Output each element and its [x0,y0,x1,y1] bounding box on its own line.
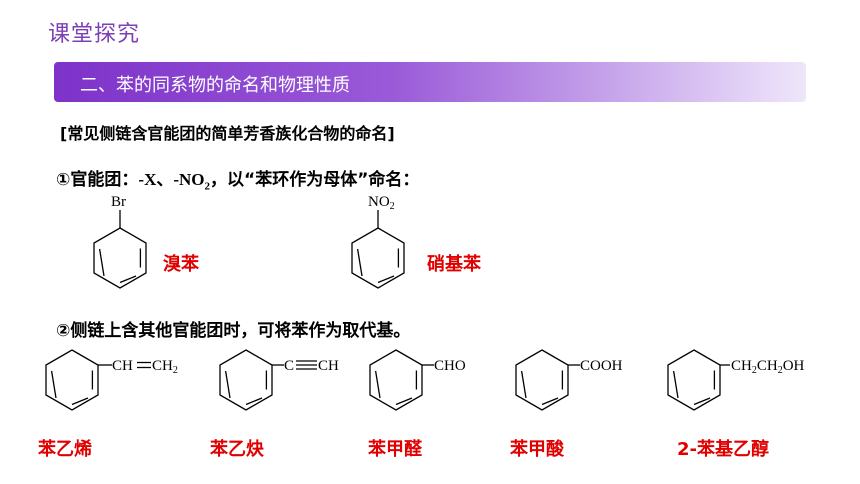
nitro-label: NO2 [368,194,395,212]
aldehyde-label: CHO [434,358,466,374]
bromo-label: Br [111,194,126,210]
compound-name-bromobenzene: 溴苯 [163,254,199,275]
ethynyl-label-b: CH [318,358,339,374]
vinyl-label-b: CH2 [152,358,178,376]
phenylacetylene-structure: C CH [219,349,339,411]
compound-name-benzoic-acid: 苯甲酸 [510,439,564,460]
compound-name-phenylacetylene: 苯乙炔 [210,439,264,460]
topic-heading: [常见侧链含官能团的简单芳香族化合物的命名] [60,124,395,143]
hydroxyethyl-label: CH2CH2OH [731,358,805,376]
section-banner: 二、苯的同系物的命名和物理性质 [54,62,806,102]
nitrobenzene-structure: NO2 [351,194,405,289]
compound-name-phenylethanol: 2-苯基乙醇 [677,439,769,460]
rule-one-prefix: ①官能团： [56,170,139,190]
rule-two: ②侧链上含其他官能团时，可将苯作为取代基。 [56,321,411,341]
page-title: 课堂探究 [48,22,141,47]
vinyl-label-a: CH [112,358,133,374]
bromobenzene-structure: Br [93,194,147,289]
benzaldehyde-structure: CHO [369,349,466,411]
section-banner-label: 二、苯的同系物的命名和物理性质 [80,75,350,96]
ethynyl-label-a: C [284,358,294,374]
rule-one-subscript: 2 [204,180,211,193]
styrene-structure: CH CH2 [45,349,178,411]
compound-name-nitrobenzene: 硝基苯 [427,254,481,275]
rule-one-groups: -X、-NO [138,170,205,189]
phenylethanol-structure: CH2CH2OH [667,349,805,411]
compound-name-benzaldehyde: 苯甲醛 [368,439,422,460]
rule-one-suffix: ，以“苯环作为母体”命名： [210,170,420,190]
carboxyl-label: COOH [580,358,623,374]
compound-name-styrene: 苯乙烯 [38,439,92,460]
rule-one: ①官能团：-X、-NO2，以“苯环作为母体”命名： [56,165,419,192]
benzoic-acid-structure: COOH [515,349,623,411]
